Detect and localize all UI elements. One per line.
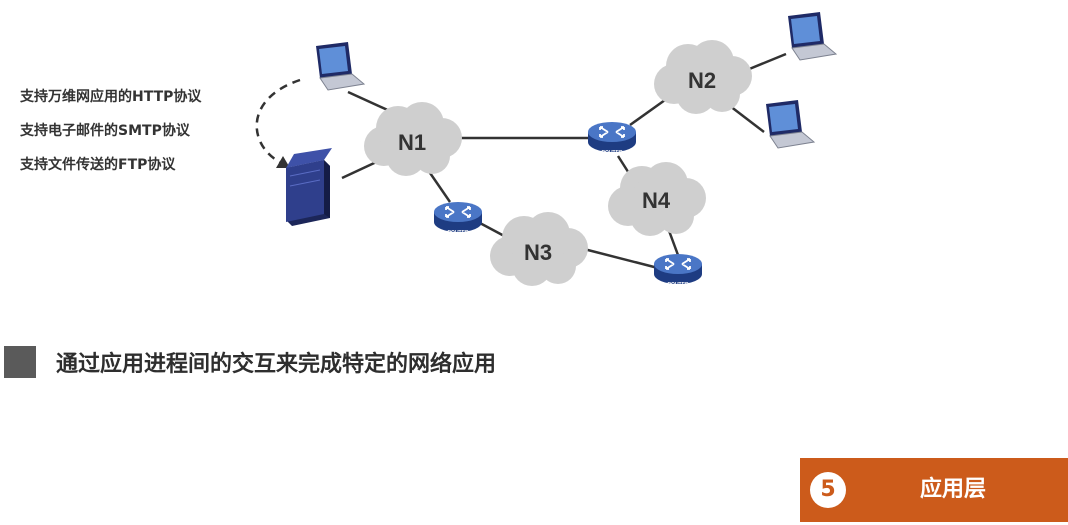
dashed-arrow <box>255 78 301 166</box>
router-icon: ROUTER <box>433 201 483 236</box>
router-label: ROUTER <box>667 282 689 288</box>
network-label-n3: N3 <box>524 240 552 265</box>
link-laptop-n1 <box>347 90 393 114</box>
protocol-smtp-text: 支持电子邮件的SMTP协议 <box>20 123 190 139</box>
feature-statement: 通过应用进程间的交互来完成特定的网络应用 <box>4 345 496 379</box>
laptop-icon <box>315 41 365 91</box>
protocol-http-text: 支持万维网应用的HTTP协议 <box>20 89 202 105</box>
network-cloud-n1: N1 <box>364 102 462 176</box>
network-label-n1: N1 <box>398 130 426 155</box>
link-router-r1-n2 <box>629 98 666 127</box>
feature-text: 通过应用进程间的交互来完成特定的网络应用 <box>56 352 497 377</box>
protocol-ftp-text: 支持文件传送的FTP协议 <box>20 157 176 173</box>
network-label-n2: N2 <box>688 68 716 93</box>
layer-badge: 5 应用层 <box>800 458 1068 522</box>
layer-number: 5 <box>810 472 846 508</box>
network-cloud-n3: N3 <box>490 212 588 286</box>
network-label-n4: N4 <box>642 188 671 213</box>
layer-title: 应用层 <box>920 477 987 502</box>
router-icon: ROUTER <box>587 121 637 156</box>
router-label: ROUTER <box>601 150 623 156</box>
link-n3-router-r3 <box>579 246 659 270</box>
network-cloud-n4: N4 <box>608 162 706 236</box>
network-diagram: N1 N2 N3 N4 ROUTER ROUTER ROUTER <box>255 11 837 288</box>
laptop-icon <box>765 99 815 149</box>
bullet-square-icon <box>4 346 36 378</box>
router-label: ROUTER <box>447 230 469 236</box>
protocol-list: 支持万维网应用的HTTP协议 支持电子邮件的SMTP协议 支持文件传送的FTP协… <box>20 86 201 188</box>
network-cloud-n2: N2 <box>654 40 752 114</box>
server-icon <box>286 148 332 226</box>
link-n2-laptop-right <box>729 105 765 133</box>
arrow-head-icon <box>276 156 290 168</box>
laptop-icon <box>787 11 837 61</box>
router-icon: ROUTER <box>653 253 703 288</box>
link-n1-router-r2 <box>426 169 452 203</box>
